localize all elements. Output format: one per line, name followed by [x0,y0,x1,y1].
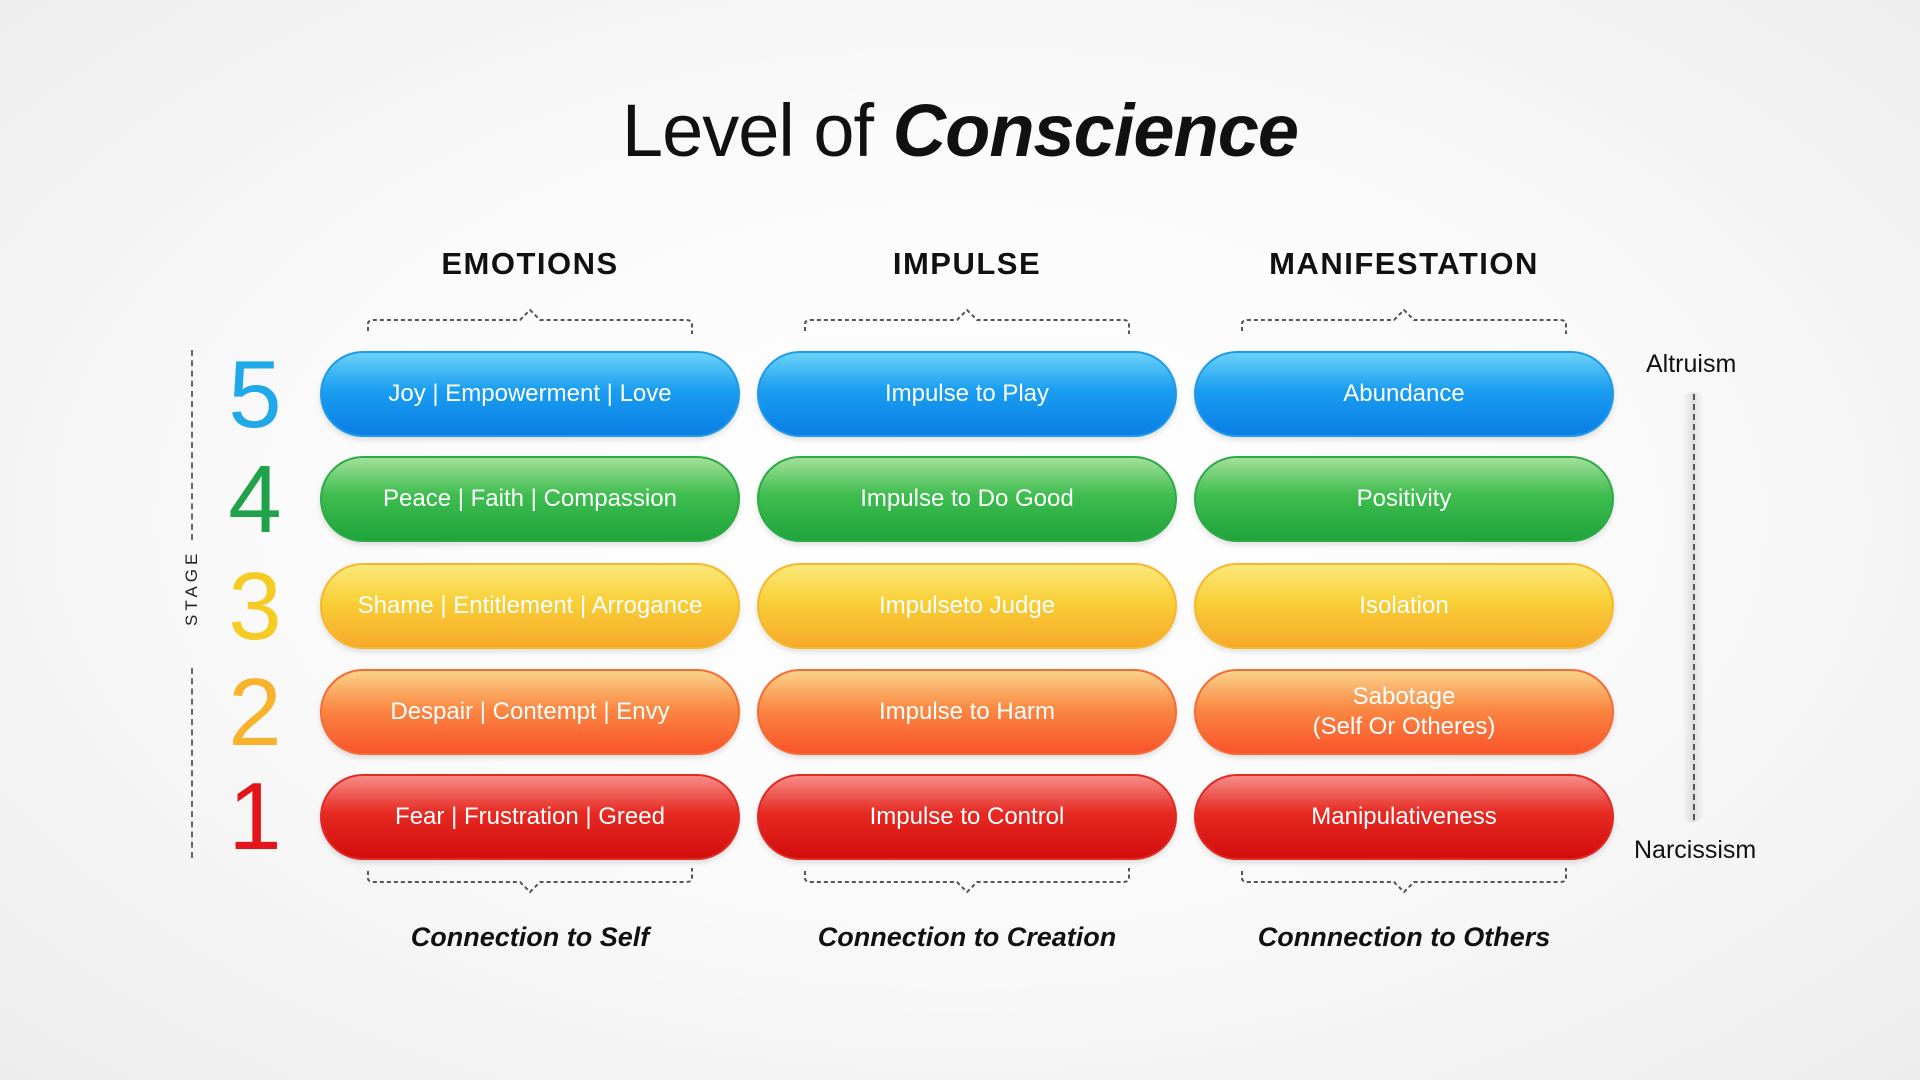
top-brace-emotions [367,308,693,334]
column-heading-impulse: IMPULSE [892,246,1042,281]
stage-dashed-line-top [191,350,193,540]
impulse-stage-5: Impulse to Play [757,351,1177,437]
impulse-stage-2: Impulse to Harm [757,669,1177,755]
emotions-stage-4: Peace | Faith | Compassion [320,456,740,542]
manifestation-stage-3: Isolation [1194,563,1614,649]
top-brace-manifestation [1241,308,1567,334]
title-emphasis: Conscience [892,89,1299,172]
scale-bottom-label: Narcissism [1634,836,1757,864]
column-heading-manifestation: MANIFESTATION [1269,246,1539,281]
scale-dashed-line [1693,394,1695,820]
top-brace-impulse [804,308,1130,334]
stage-number-1: 1 [228,763,282,870]
column-footer-manifestation: Connnection to Others [1257,922,1551,952]
stage-number-4: 4 [228,446,282,553]
manifestation-stage-1: Manipulativeness [1194,774,1614,860]
scale-top-label: Altruism [1646,350,1737,378]
title-prefix: Level of [621,89,893,172]
column-footer-emotions: Connection to Self [410,922,650,952]
impulse-stage-1: Impulse to Control [757,774,1177,860]
bottom-brace-impulse [804,868,1130,894]
emotions-stage-5: Joy | Empowerment | Love [320,351,740,437]
emotions-stage-2: Despair | Contempt | Envy [320,669,740,755]
emotions-stage-1: Fear | Frustration | Greed [320,774,740,860]
manifestation-stage-4: Positivity [1194,456,1614,542]
bottom-brace-emotions [367,868,693,894]
impulse-stage-4: Impulse to Do Good [757,456,1177,542]
stage-number-3: 3 [228,553,282,660]
stage-number-5: 5 [228,341,282,448]
stage-dashed-line-bottom [191,668,193,858]
emotions-stage-3: Shame | Entitlement | Arrogance [320,563,740,649]
impulse-stage-3: Impulseto Judge [757,563,1177,649]
manifestation-stage-5: Abundance [1194,351,1614,437]
page-title: Level of Conscience [0,88,1920,174]
column-heading-emotions: EMOTIONS [441,246,619,281]
stage-number-2: 2 [228,659,282,766]
bottom-brace-manifestation [1241,868,1567,894]
column-footer-impulse: Connection to Creation [817,922,1117,952]
manifestation-stage-2: Sabotage (Self Or Otheres) [1194,669,1614,755]
